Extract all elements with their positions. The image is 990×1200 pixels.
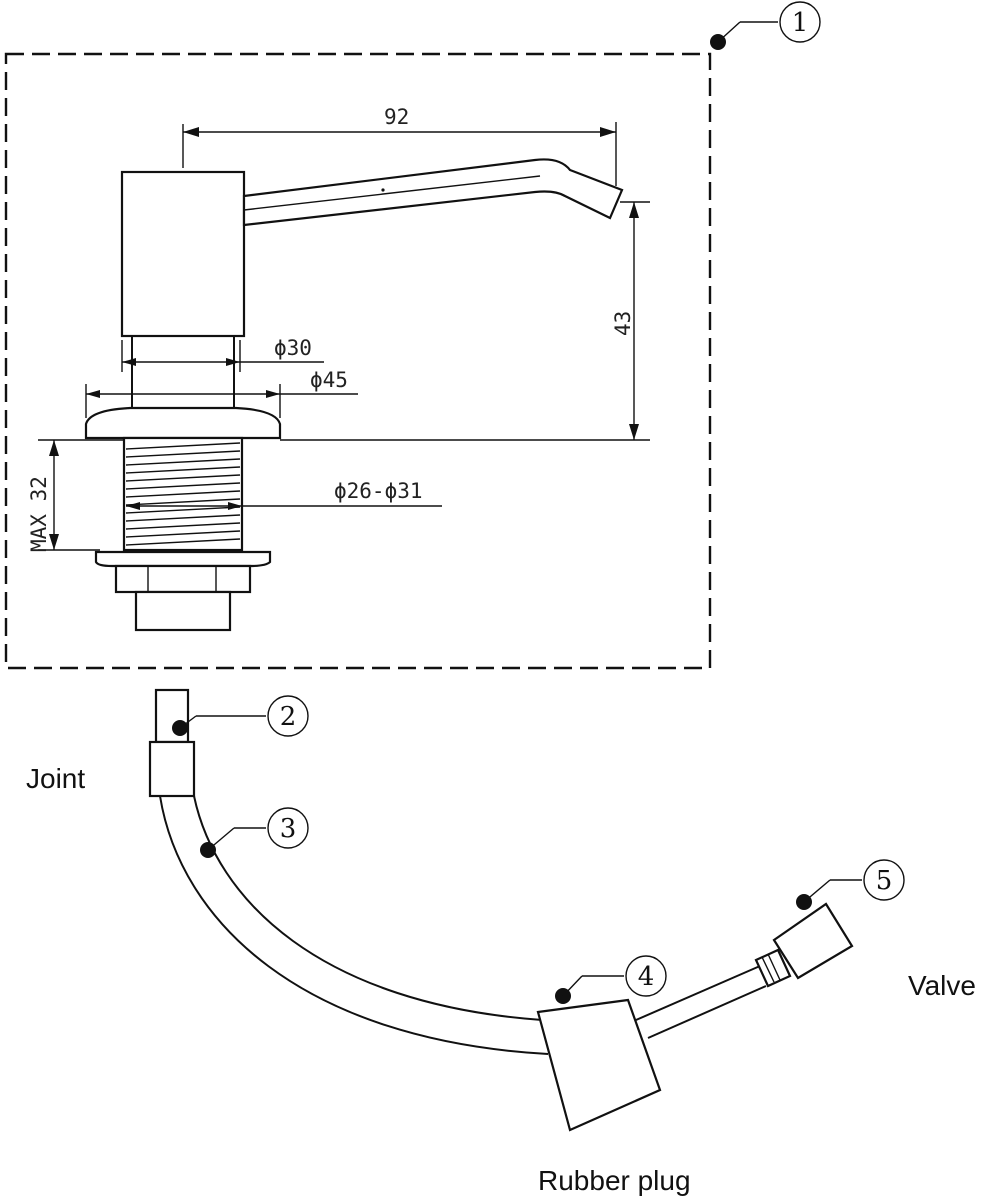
thread-line [125,498,241,506]
thread-line [125,474,241,482]
valve [754,902,854,988]
thread-line [125,490,241,498]
callout-4-number: 4 [638,962,655,992]
dim-max-thickness [38,439,124,551]
tube [159,795,767,1055]
label-rubber-plug: Rubber plug [538,1165,691,1196]
pump-neck [131,336,235,408]
thread-line [125,514,241,522]
thread-line [125,522,241,530]
rubber-plug [536,998,662,1132]
flange [84,406,282,440]
joint [148,688,196,798]
label-valve: Valve [908,970,976,1001]
dim-thread-diameter-label: ϕ26-ϕ31 [334,479,423,503]
thread-line [125,506,241,514]
dim-flange-diameter [85,384,358,418]
dim-flange-diameter-label: ϕ45 [310,368,348,392]
thread-line [125,458,241,466]
dim-spout-height-label: 43 [611,311,635,336]
thread-line [125,442,241,450]
thread-line [125,482,241,490]
dim-head-diameter-label: ϕ30 [274,336,312,360]
thread-line [125,538,241,546]
thread-line [125,530,241,538]
callout-1: 1 [710,1,821,50]
dim-max-thickness-label: MAX 32 [27,476,51,552]
label-joint: Joint [26,763,85,794]
callout-5: 5 [796,859,905,910]
callout-3: 3 [200,807,309,858]
pump-assembly-boundary [4,52,712,670]
callout-4: 4 [555,955,667,1004]
thread-line [125,466,241,474]
dim-head-diameter [121,340,324,372]
callout-2-number: 2 [280,702,297,732]
callout-1-number: 1 [792,8,809,38]
dim-spout-length-label: 92 [384,105,409,129]
callout-5-number: 5 [876,866,893,896]
dim-spout-length [182,122,617,186]
lock-nut [94,550,272,632]
dim-spout-height [280,201,650,441]
callout-3-number: 3 [280,814,297,844]
dim-thread-diameter [126,502,442,510]
pump-head [120,158,624,338]
threaded-shank [122,436,244,552]
thread-line [125,450,241,458]
callout-2: 2 [172,695,309,737]
